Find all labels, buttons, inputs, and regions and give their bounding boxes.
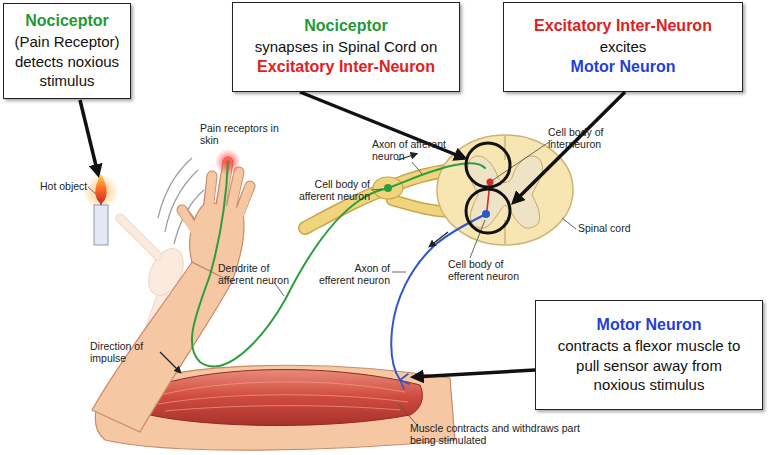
part-label: Cell body of interneuron	[548, 126, 628, 150]
part-label: Axon of afferent neuron	[372, 138, 452, 162]
flame	[95, 174, 106, 204]
callout-box: Motor Neuroncontracts a flexor muscle to…	[535, 300, 763, 410]
motor-end-plates	[400, 374, 409, 389]
impulse-arrow	[160, 352, 180, 372]
thumb	[182, 210, 198, 236]
ghost-finger	[120, 218, 158, 256]
afferent-neuron	[192, 162, 485, 366]
box-text: synapses in Spinal Cord on	[255, 37, 438, 57]
candle	[83, 174, 119, 245]
box-heading: Nociceptor	[304, 16, 388, 37]
part-label: Axon of efferent neuron	[318, 262, 390, 286]
ghost-finger	[120, 218, 158, 256]
leader-lines	[88, 140, 576, 426]
box-text: excites	[600, 37, 647, 57]
striation	[165, 406, 400, 411]
leader-line	[371, 189, 382, 190]
impulse-arrow	[430, 232, 448, 246]
part-label: Cell body of afferent neuron	[290, 178, 370, 202]
callout-box: Nociceptorsynapses in Spinal Cord onExci…	[232, 2, 460, 92]
box-text: Excitatory Inter-Neuron	[257, 57, 435, 78]
interneuron-cell-body	[487, 179, 494, 186]
efferent-neuron	[391, 214, 486, 380]
part-label: Spinal cord	[578, 222, 648, 234]
part-label: Cell body of efferent neuron	[448, 258, 528, 282]
dorsal-root-ganglion	[373, 177, 403, 199]
synapse-circle	[466, 143, 510, 187]
box-text: Motor Neuron	[571, 57, 676, 78]
striation	[160, 382, 405, 395]
part-label: Pain receptors in skin	[200, 122, 280, 146]
callout-arrow	[414, 370, 535, 377]
finger	[208, 176, 212, 214]
muscle-striations	[158, 382, 408, 411]
leader-line	[392, 272, 406, 273]
callout-box: Nociceptor(Pain Receptor)detects noxious…	[3, 3, 131, 99]
part-label: Muscle contracts and withdraws part bein…	[410, 422, 585, 446]
finger	[238, 186, 250, 218]
direction-arrows	[160, 154, 448, 372]
efferent-cell-body	[482, 210, 490, 218]
box-text: detects noxious stimulus	[8, 52, 126, 91]
callout-box: Excitatory Inter-NeuronexcitesMotor Neur…	[503, 2, 743, 92]
box-heading: Excitatory Inter-Neuron	[534, 16, 712, 37]
flexor-muscle	[136, 370, 423, 426]
afferent-cell-body	[384, 184, 392, 192]
part-label: Direction of impulse	[90, 340, 160, 364]
arm	[92, 149, 455, 450]
callout-arrow	[80, 100, 98, 174]
flame-glow	[83, 174, 119, 210]
leader-line	[412, 162, 422, 174]
part-label: Dendrite of afferent neuron	[218, 262, 298, 286]
part-label: Hot object	[40, 180, 102, 192]
striation	[158, 395, 408, 404]
leader-line	[562, 218, 576, 229]
synapse-circle	[466, 189, 510, 233]
box-text: (Pain Receptor)	[14, 32, 119, 52]
motion-lines	[158, 158, 204, 244]
box-heading: Nociceptor	[25, 11, 109, 32]
fingers	[182, 162, 250, 236]
leader-line	[88, 187, 96, 194]
box-text: contracts a flexor muscle to pull sensor…	[554, 336, 744, 395]
candle-body	[94, 205, 108, 245]
highlight-circles	[466, 143, 510, 233]
dorsal-fissure	[504, 136, 505, 160]
box-heading: Motor Neuron	[597, 315, 702, 336]
